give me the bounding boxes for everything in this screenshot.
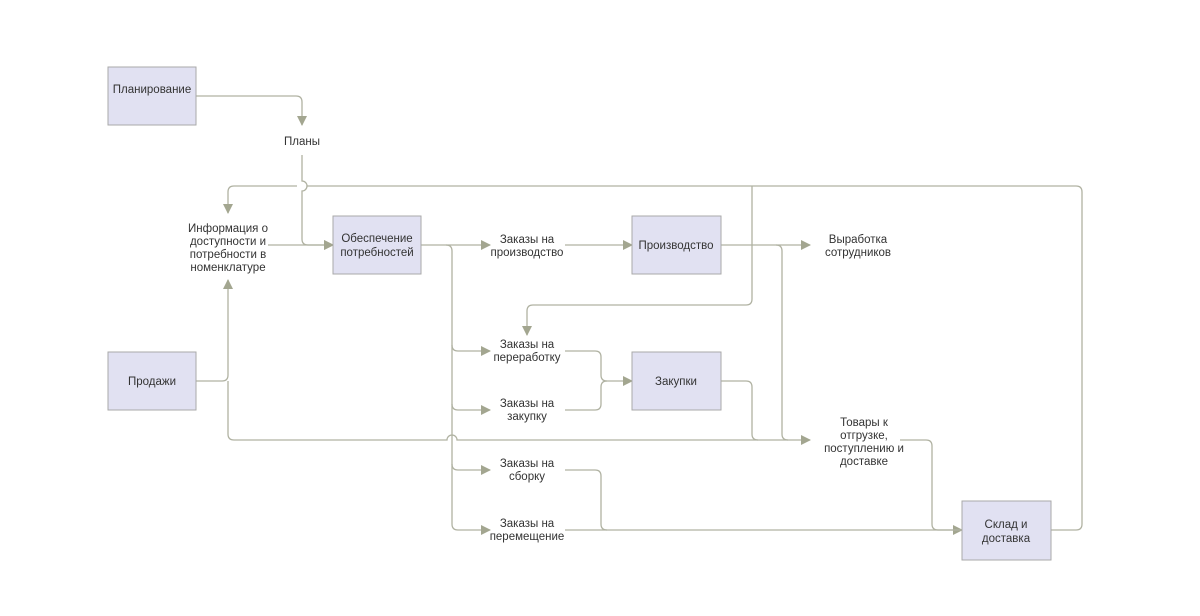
svg-text:поступлению и: поступлению и — [824, 443, 904, 455]
svg-text:Закупки: Закупки — [655, 376, 697, 388]
connectors — [196, 95, 1083, 535]
svg-text:номенклатуре: номенклатуре — [190, 262, 265, 274]
flow-plans: Планы — [284, 136, 320, 148]
node-planning[interactable]: Планирование — [107, 66, 197, 126]
svg-text:Производство: Производство — [639, 240, 714, 252]
svg-text:Планы: Планы — [284, 136, 320, 148]
flow-prod-orders: Заказы на производство — [491, 234, 564, 259]
flow-purchase-orders: Заказы на закупку — [500, 398, 555, 423]
connector-provision-branch — [445, 244, 491, 535]
svg-text:потребности в: потребности в — [190, 249, 266, 261]
connector-planning-plans — [196, 95, 307, 126]
svg-text:переработку: переработку — [493, 352, 560, 364]
svg-text:Выработка: Выработка — [829, 234, 888, 246]
connector-assembly-warehouse — [565, 469, 608, 531]
svg-text:Заказы на: Заказы на — [500, 458, 555, 470]
connector-sales-info — [196, 279, 233, 382]
svg-text:доставке: доставке — [840, 456, 888, 468]
flow-transfer-orders: Заказы на перемещение — [490, 518, 565, 543]
connector-purchasing-goods — [721, 380, 759, 441]
node-provision[interactable]: Обеспечение потребностей — [332, 215, 422, 275]
node-purchasing[interactable]: Закупки — [631, 351, 722, 411]
connector-purchase-purchasing — [565, 380, 608, 411]
node-production[interactable]: Производство — [631, 215, 722, 275]
svg-text:Планирование: Планирование — [113, 84, 191, 96]
connector-goods-warehouse — [900, 439, 963, 535]
svg-text:перемещение: перемещение — [490, 531, 565, 543]
flow-info: Информация о доступности и потребности в… — [188, 223, 268, 274]
connector-plans-provision — [301, 155, 334, 250]
node-sales[interactable]: Продажи — [107, 351, 197, 411]
svg-text:Заказы на: Заказы на — [500, 339, 555, 351]
svg-text:доставка: доставка — [982, 533, 1031, 545]
svg-text:потребностей: потребностей — [340, 247, 413, 259]
connector-processing-purchasing — [565, 350, 633, 386]
connector-production-processing — [522, 186, 753, 336]
flow-assembly-orders: Заказы на сборку — [500, 458, 555, 483]
svg-text:Заказы на: Заказы на — [500, 398, 555, 410]
flow-processing-orders: Заказы на переработку — [493, 339, 560, 364]
svg-text:производство: производство — [491, 247, 564, 259]
connector-sales-goods — [227, 381, 811, 445]
node-warehouse[interactable]: Склад и доставка — [961, 500, 1052, 561]
svg-text:Заказы на: Заказы на — [500, 518, 555, 530]
svg-text:закупку: закупку — [507, 411, 547, 423]
svg-text:Обеспечение: Обеспечение — [341, 233, 412, 245]
svg-text:Товары к: Товары к — [840, 417, 889, 429]
svg-text:Заказы на: Заказы на — [500, 234, 555, 246]
connector-production-goods — [775, 244, 789, 441]
svg-text:сборку: сборку — [509, 471, 545, 483]
svg-text:доступности и: доступности и — [190, 236, 266, 248]
svg-text:Информация о: Информация о — [188, 223, 268, 235]
svg-text:сотрудников: сотрудников — [825, 247, 891, 259]
connector-warehouse-loop — [228, 185, 1083, 531]
svg-text:Склад и: Склад и — [985, 519, 1028, 531]
flow-goods: Товары к отгрузке, поступлению и доставк… — [824, 417, 904, 468]
svg-text:отгрузке,: отгрузке, — [840, 430, 888, 442]
svg-text:Продажи: Продажи — [128, 376, 176, 388]
flow-staff-output: Выработка сотрудников — [825, 234, 891, 259]
